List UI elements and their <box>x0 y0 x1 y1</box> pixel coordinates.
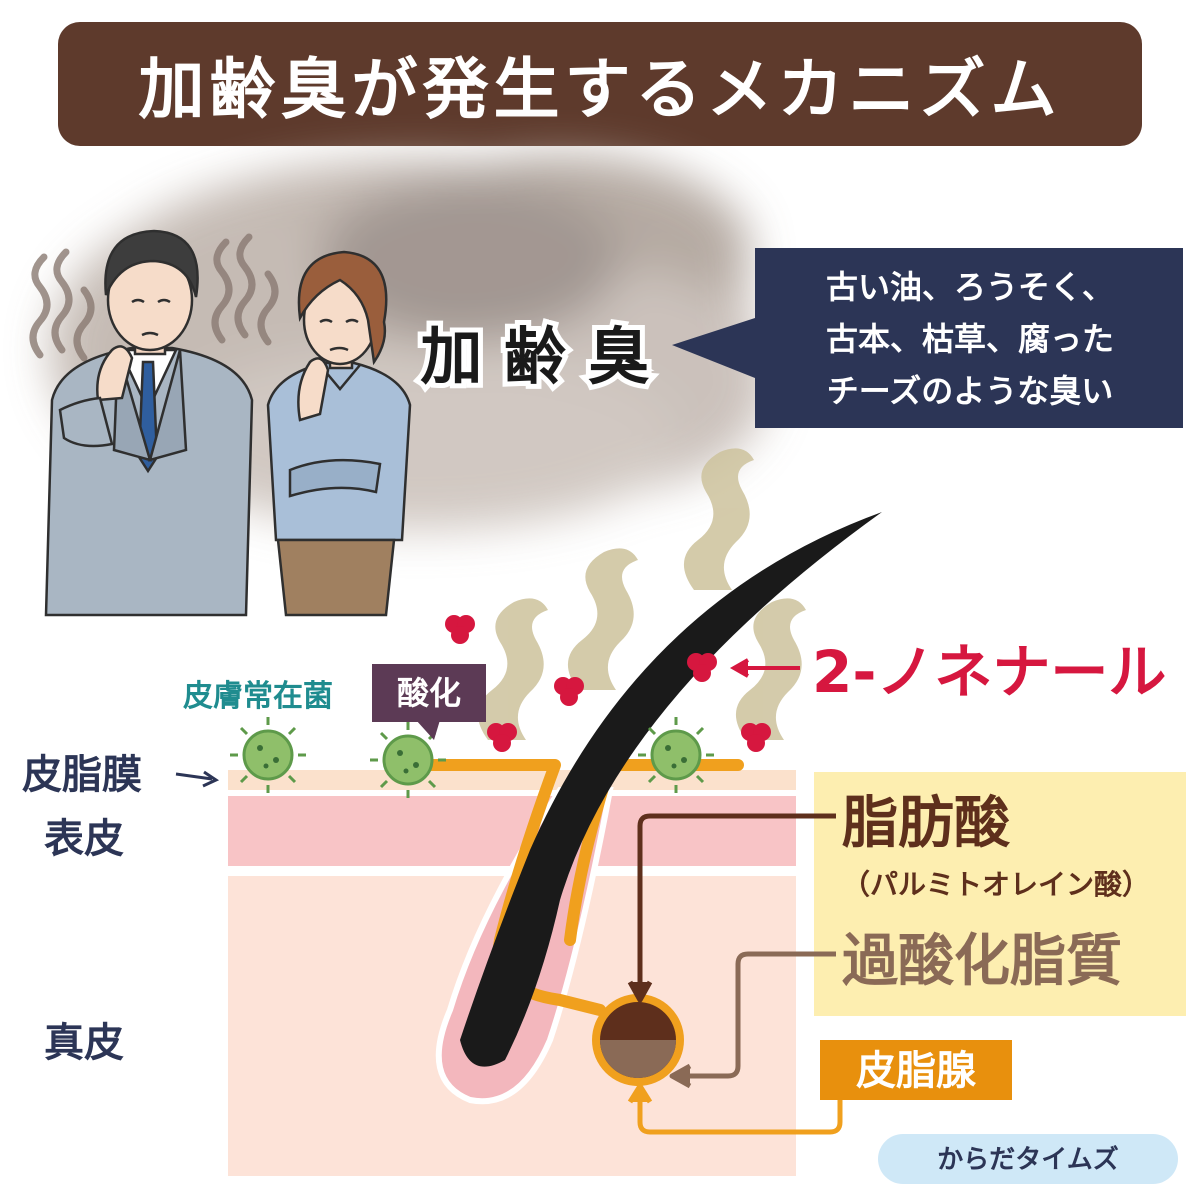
bacteria-icon <box>370 722 446 798</box>
speech-line-1: 古い油、ろうそく、 <box>826 268 1114 306</box>
title-banner: 加齢臭が発生するメカニズム <box>58 22 1142 146</box>
fatty-acid-arrow <box>627 813 836 1003</box>
speech-line-3: チーズのような臭い <box>827 372 1113 410</box>
fatty-acid-detail: （パルミトオレイン酸） <box>842 868 1150 901</box>
nonenal-label: 2-ノネナール <box>812 638 1166 706</box>
man-figure <box>44 229 254 617</box>
bacteria-label: 皮膚常在菌 <box>183 679 333 714</box>
hair-icon <box>460 512 882 1067</box>
oxidation-label: 酸化 <box>397 674 461 712</box>
bacteria-icon <box>230 717 306 793</box>
odor-label: 加 齢 臭 <box>420 320 649 393</box>
bacteria-icon <box>638 717 714 793</box>
sebaceous-gland-label: 皮脂腺 <box>856 1048 977 1094</box>
info-box <box>814 772 1186 1016</box>
lipid-peroxide-arrow <box>669 951 836 1089</box>
gland-arrow <box>627 1083 843 1135</box>
molecule-icon <box>445 615 771 752</box>
speech-line-2: 古本、枯草、腐った <box>826 320 1114 358</box>
speech-bubble: 古い油、ろうそく、 古本、枯草、腐った チーズのような臭い <box>672 248 1183 428</box>
epidermis-layer <box>228 796 796 866</box>
nonenal-arrow <box>729 658 800 678</box>
sebum-film-layer <box>228 770 796 790</box>
sebaceous-gland-badge: 皮脂腺 <box>820 1040 1012 1100</box>
fatty-acid-label: 脂肪酸 <box>842 791 1011 856</box>
epidermis-label: 表皮 <box>44 816 124 862</box>
sebum-film-arrow <box>175 770 220 788</box>
oxidation-badge: 酸化 <box>372 664 486 740</box>
page-title: 加齢臭が発生するメカニズム <box>138 51 1062 128</box>
sebaceous-gland-icon <box>592 994 684 1086</box>
brand-badge: からだタイムズ <box>878 1134 1178 1184</box>
dermis-label: 真皮 <box>44 1020 124 1066</box>
brand-label: からだタイムズ <box>937 1144 1118 1175</box>
odor-wave-icon <box>29 233 279 362</box>
lipid-peroxide-label: 過酸化脂質 <box>842 929 1122 994</box>
woman-figure <box>266 250 412 617</box>
sebum-film-label: 皮脂膜 <box>22 752 142 798</box>
